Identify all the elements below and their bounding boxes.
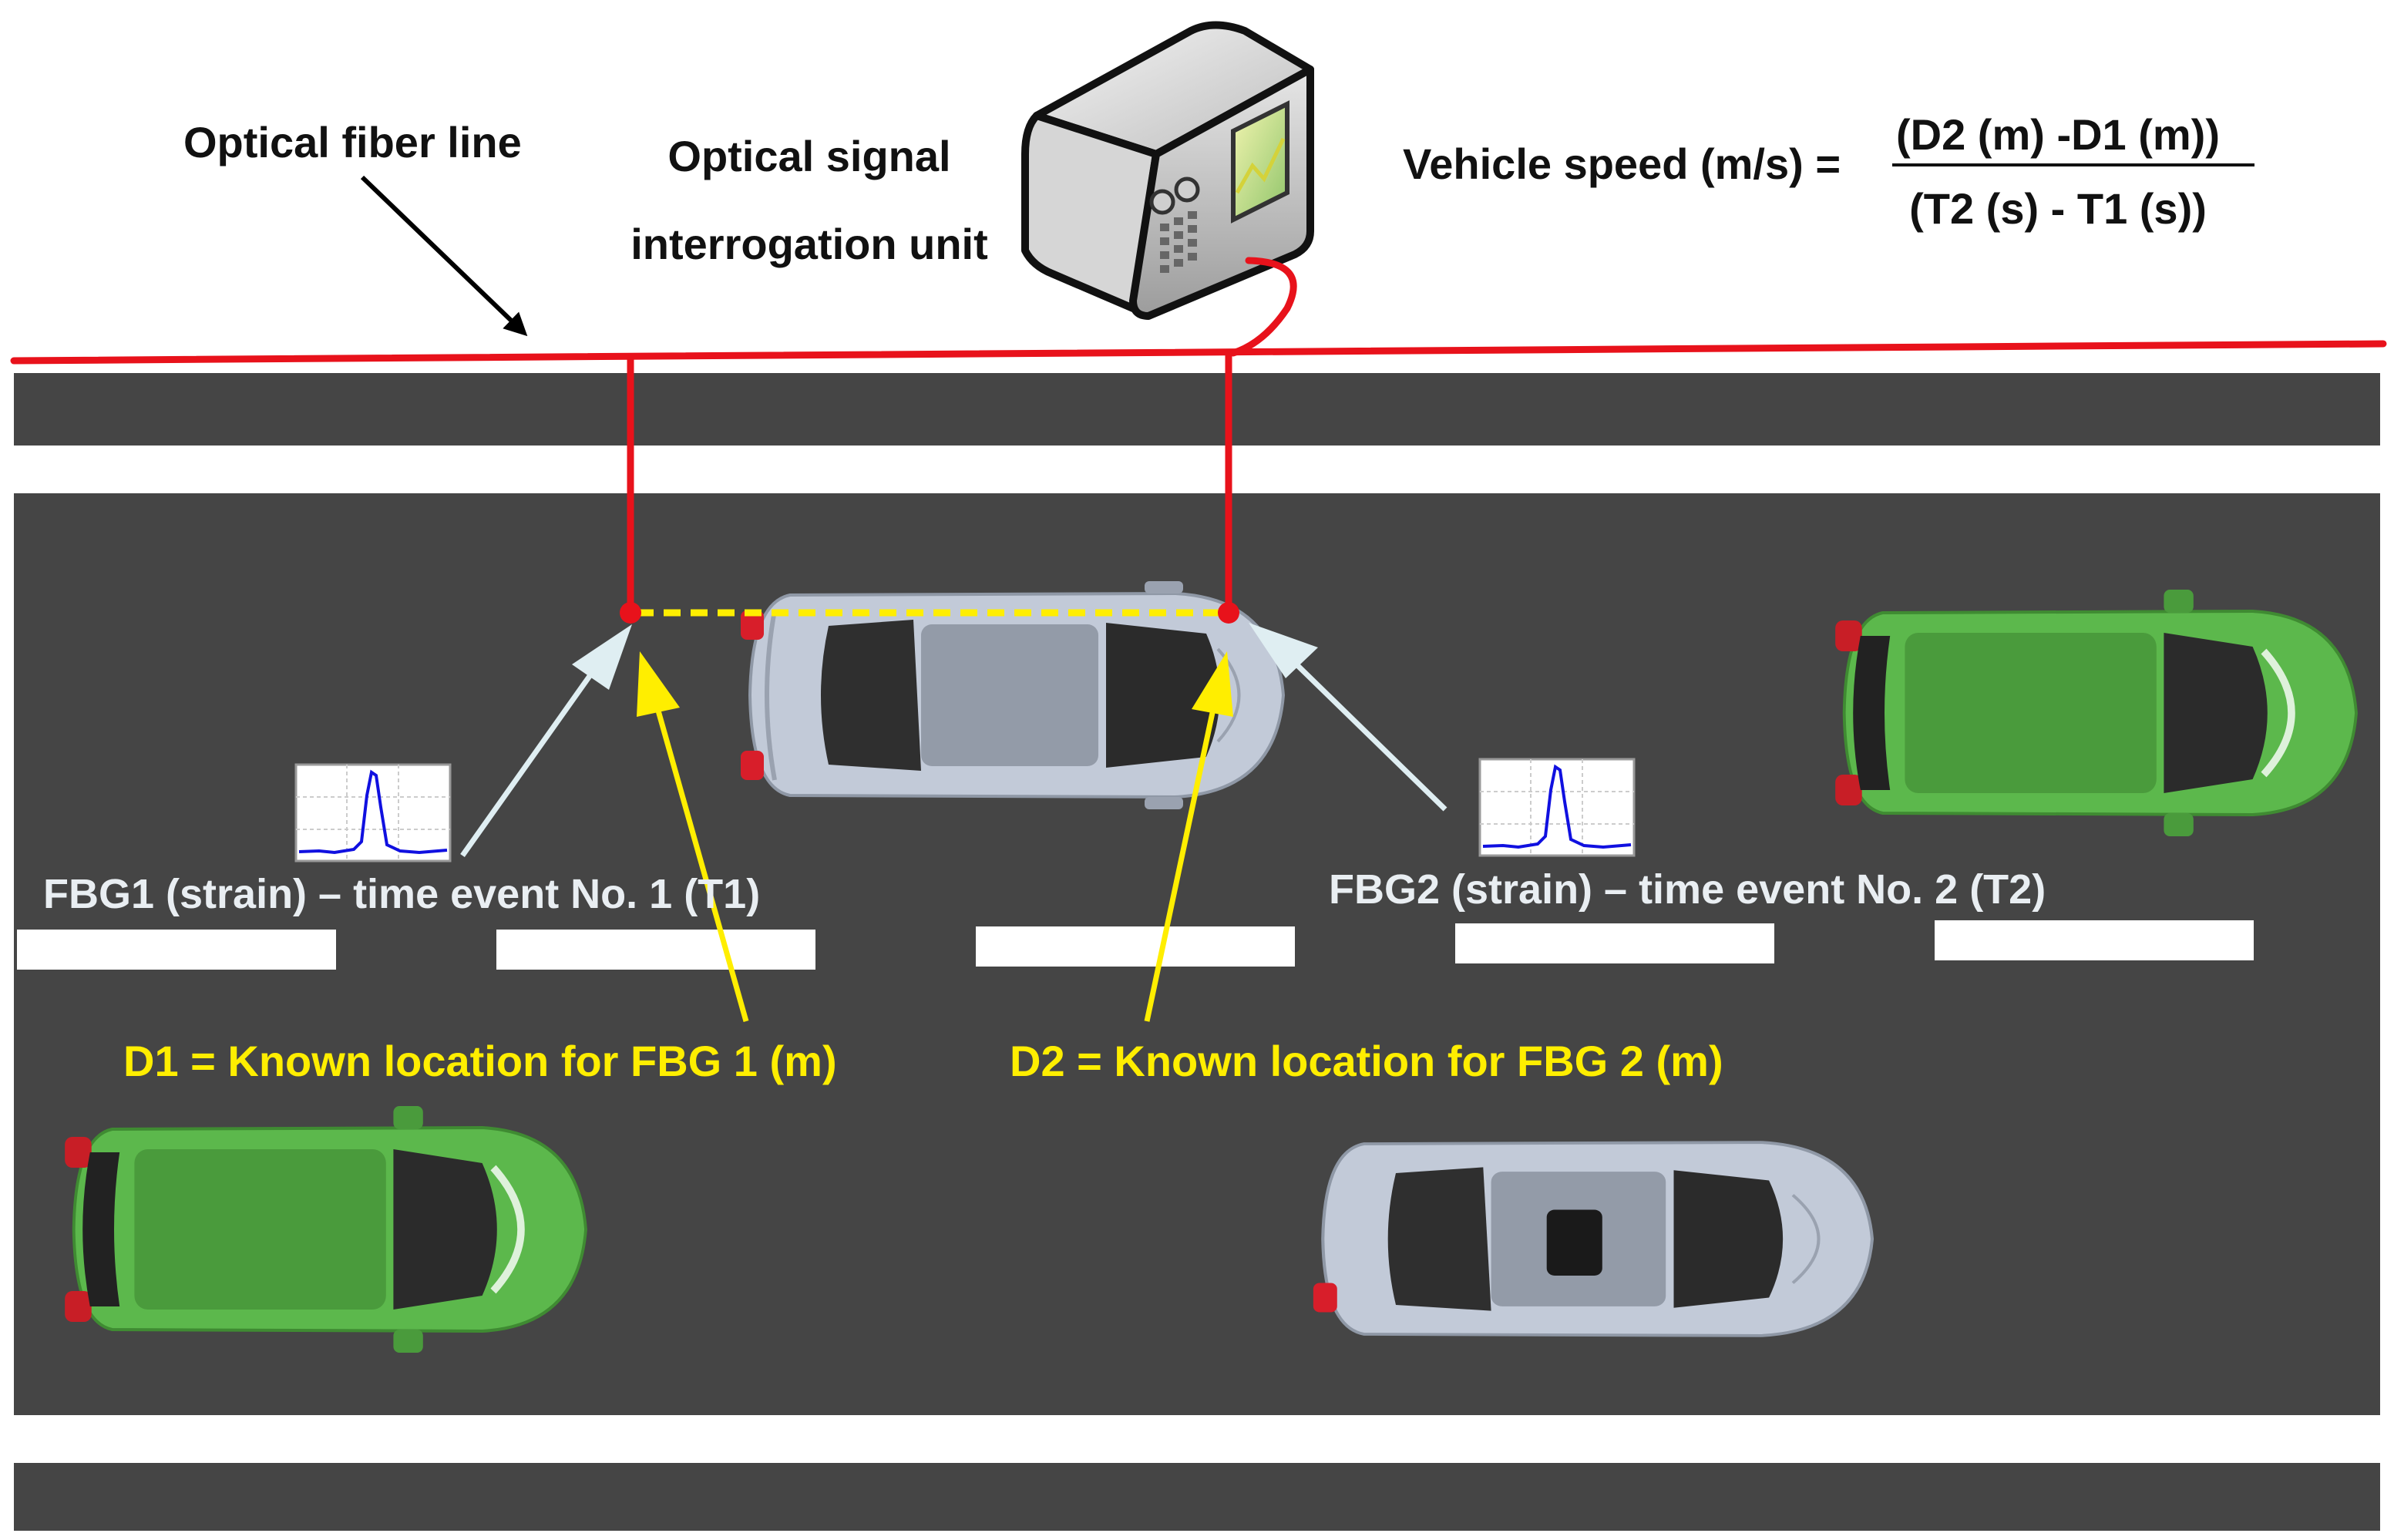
optical-fiber bbox=[10, 257, 2387, 615]
interrogator-device-icon bbox=[1021, 21, 1314, 320]
d2-label: D2 = Known location for FBG 2 (m) bbox=[1010, 1037, 1723, 1085]
fiber-main-line bbox=[10, 340, 2387, 365]
fbg2-sensor-dot bbox=[1218, 602, 1239, 624]
lane-dash bbox=[1455, 923, 1774, 963]
fbg-pointers bbox=[460, 623, 1447, 858]
lane-dashes bbox=[17, 920, 2254, 970]
fbg1-label: FBG1 (strain) – time event No. 1 (T1) bbox=[43, 871, 760, 917]
speed-formula-numerator: (D2 (m) -D1 (m)) bbox=[1896, 110, 2220, 159]
interrogation-unit-label-line1: Optical signal bbox=[667, 132, 950, 180]
fbg2-label: FBG2 (strain) – time event No. 2 (T2) bbox=[1329, 866, 2046, 913]
road bbox=[14, 373, 2380, 1531]
speed-formula-lhs: Vehicle speed (m/s) = bbox=[1403, 140, 1841, 188]
spectrum-plot-icon bbox=[294, 763, 452, 862]
d-pointers bbox=[637, 651, 1233, 1022]
interrogation-unit-label-line2: interrogation unit bbox=[630, 220, 988, 268]
road-edge-line-bottom bbox=[14, 1415, 2380, 1463]
speed-formula-denominator: (T2 (s) - T1 (s)) bbox=[1909, 184, 2207, 233]
car-icon bbox=[1835, 590, 2358, 836]
car-icon bbox=[741, 581, 1285, 809]
fiber-line-label: Optical fiber line bbox=[183, 118, 522, 166]
lane-dash bbox=[17, 930, 336, 970]
fbg1-sensor-dot bbox=[620, 602, 641, 624]
fiber-line-arrow bbox=[360, 175, 528, 337]
lane-dash bbox=[496, 930, 815, 970]
d1-label: D1 = Known location for FBG 1 (m) bbox=[123, 1037, 837, 1085]
lane-dash bbox=[976, 926, 1295, 967]
car-icon bbox=[1313, 1142, 1872, 1336]
car-icon bbox=[65, 1106, 588, 1353]
speed-formula: Vehicle speed (m/s) = (D2 (m) -D1 (m)) (… bbox=[1403, 110, 2254, 233]
spectrum-plot-icon bbox=[1478, 758, 1636, 857]
road-edge-line-top bbox=[14, 446, 2380, 493]
lane-dash bbox=[1935, 920, 2254, 960]
fiber-device-lead bbox=[1229, 257, 1297, 357]
